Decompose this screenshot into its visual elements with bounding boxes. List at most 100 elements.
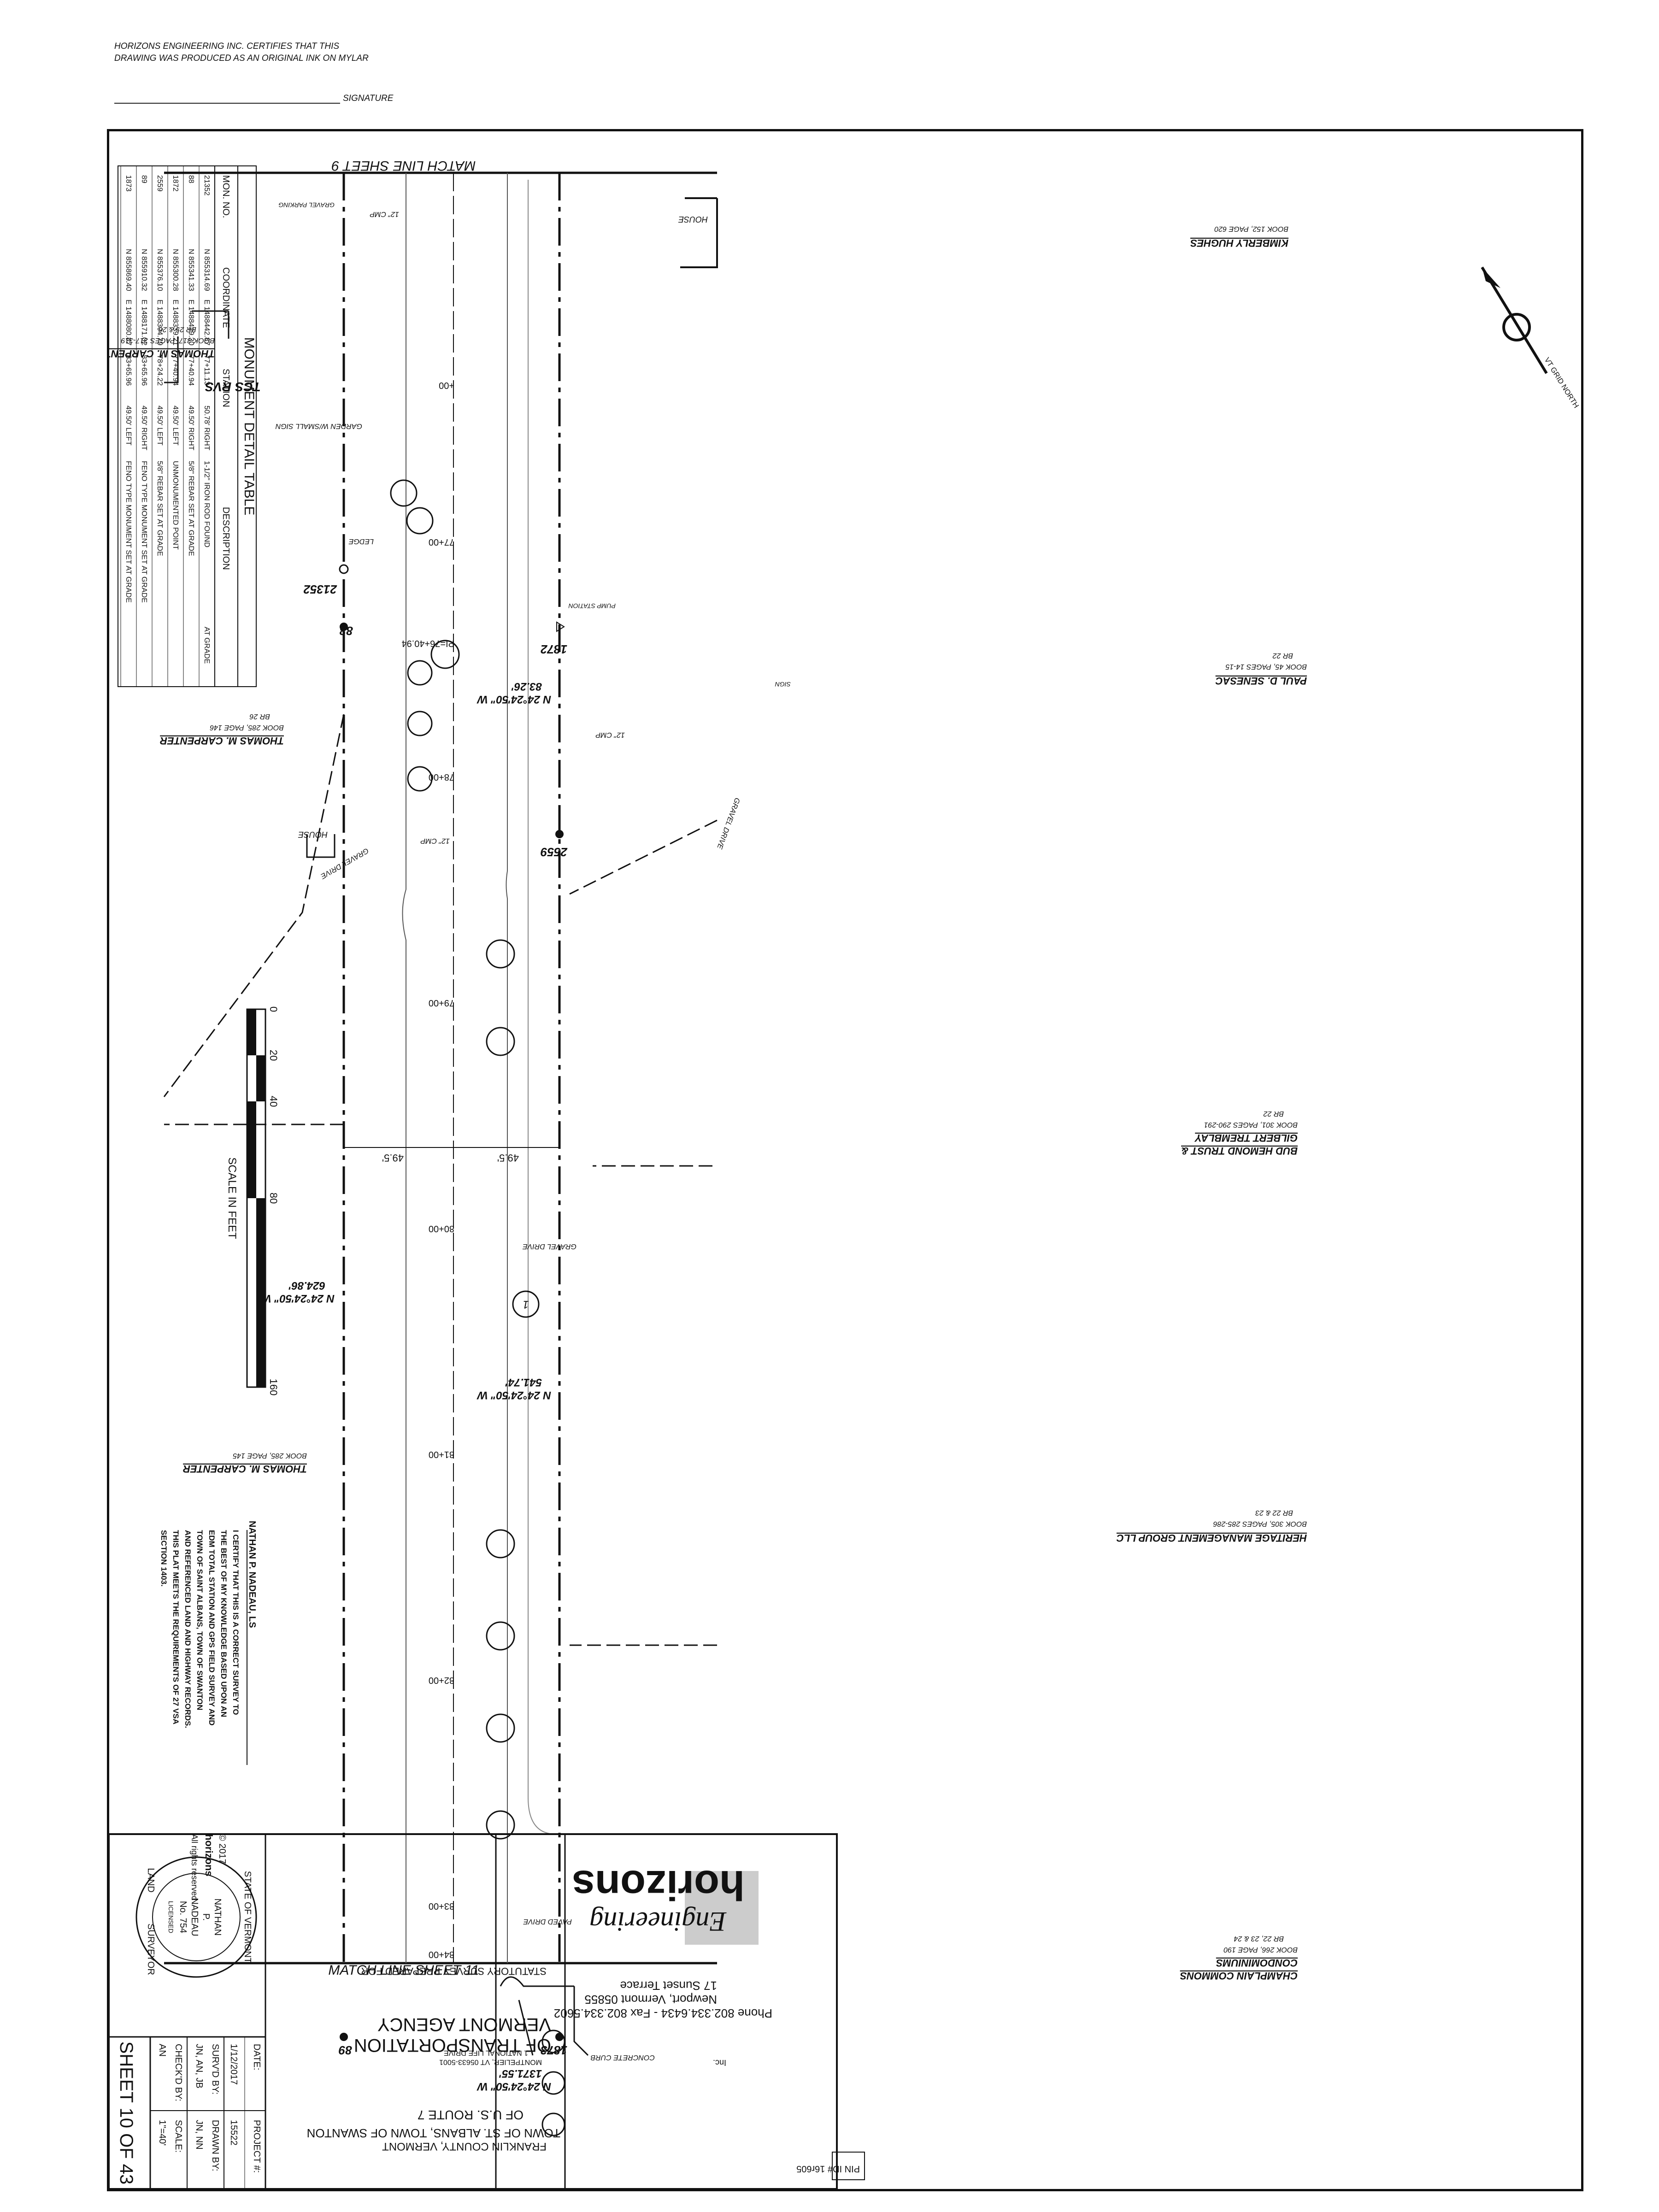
house-outline: [680, 197, 718, 268]
towns-line: TOWN OF ST. ALBANS, TOWN OF SWANTON: [307, 2126, 560, 2140]
table-cell: 5/8" REBAR SET AT GRADE: [156, 461, 164, 556]
note-number: 1: [523, 1298, 529, 1311]
tree-icon: [430, 640, 460, 669]
signature-line: [114, 95, 340, 104]
owner-name: CHAMPLAIN COMMONS: [1180, 1970, 1298, 1982]
scale-tick: 20: [268, 1050, 279, 1061]
edge-of-road-upper: [506, 173, 508, 1963]
certification-line: I CERTIFY THAT THIS IS A CORRECT SURVEY …: [231, 1530, 240, 1715]
firm-inc: Inc.: [713, 2058, 726, 2067]
table-cell: 77+40.94: [187, 355, 195, 386]
seal-text: STATE OF VERMONT NATHAN P. NADEAU No. 75…: [146, 1868, 253, 1975]
scale-label: SCALE:: [173, 2120, 183, 2153]
seal-name: NADEAU: [189, 1898, 200, 1936]
scale-tick: 80: [268, 1193, 279, 1204]
north-arrow-label: VT GRID NORTH: [1543, 356, 1580, 410]
certification-line: DRAWING WAS PRODUCED AS AN ORIGINAL INK …: [114, 53, 369, 63]
match-line-right-label: MATCH LINE SHEET 11: [328, 1963, 479, 1978]
drawing-border: [107, 129, 1583, 2191]
certification-line: TOWN OF SAINT ALBANS, TOWN OF SWANTON: [195, 1530, 204, 1710]
table-cell: 89: [140, 175, 148, 183]
tcs-outline: [164, 310, 229, 383]
table-cell: 77+40.94: [171, 355, 179, 386]
table-cell: E 1488429.30: [187, 300, 195, 346]
table-cell: 49.50' RIGHT: [140, 406, 148, 451]
station-label: +00: [439, 380, 454, 390]
chkd-label: CHECK'D BY:: [173, 2044, 183, 2101]
certification-line: AND REFERENCED LAND AND HIGHWAY RECORDS.: [183, 1530, 192, 1728]
certification-line: SECTION 1403.: [159, 1530, 168, 1587]
station-label: 81+00: [429, 1449, 454, 1459]
table-cell: 2559: [156, 175, 164, 192]
seal-number: No. 754: [178, 1901, 188, 1933]
tree-icon: [407, 766, 433, 792]
firm-city: Newport, Vermont 05855: [584, 1993, 717, 2006]
cmp-label: 12" CMP: [420, 837, 450, 845]
drawn-label: DRAWN BY:: [210, 2120, 220, 2171]
certification-note: HORIZONS ENGINEERING INC. CERTIFIES THAT…: [114, 41, 465, 65]
station-label: 83+00: [429, 1901, 454, 1911]
firm-block: horizons Engineering Inc. 17 Sunset Terr…: [554, 1862, 772, 2067]
feature-labels: HOUSE TCS RVS GRAVEL PARKING 12" CMP GAR…: [164, 197, 791, 2061]
owner-book: BOOK 152, PAGE 620: [1214, 225, 1288, 233]
header-cell: MON. NO.: [221, 175, 231, 218]
monument-88: [340, 623, 348, 631]
tree-icon: [486, 1621, 515, 1651]
scale-tick: 40: [268, 1096, 279, 1107]
table-cell: 49.50' LEFT: [156, 406, 164, 446]
monument-89: [340, 2033, 348, 2041]
ledge-label: LEDGE: [348, 537, 374, 545]
owner-name: THOMAS M. CARPENTER: [107, 348, 215, 359]
bearing-label: N 24°24'50" W: [260, 1292, 335, 1305]
owner-br: BR 22: [1263, 1110, 1284, 1118]
sheet-number: SHEET 10 OF 43: [116, 2041, 136, 2185]
north-arrow: VT GRID NORTH: [1481, 266, 1580, 410]
table-cell: N 855376.10: [156, 249, 164, 291]
table-cell: UNMONUMENTED POINT: [171, 461, 179, 550]
table-cell: 49.50' LEFT: [124, 406, 132, 446]
monument-label: 88: [340, 624, 353, 638]
scale-value: 1"=40': [157, 2120, 167, 2146]
table-cell: E 1488442.87: [203, 300, 211, 346]
table-title: MONUMENT DETAIL TABLE: [241, 337, 257, 516]
table-cell: FENO TYPE MONUMENT SET AT GRADE: [140, 461, 148, 603]
owner-br: BR 25 & 26: [159, 325, 196, 333]
firm-street: 17 Sunset Terrace: [620, 1979, 717, 1993]
certification-body: I CERTIFY THAT THIS IS A CORRECT SURVEY …: [159, 1530, 240, 1728]
plan-area: MATCH LINE SHEET 9 MATCH LINE SHEET 11 V…: [107, 158, 1580, 2136]
date-label: DATE:: [252, 2044, 262, 2070]
condo-drive: [500, 1976, 574, 1987]
monument-label: 2559: [541, 845, 568, 859]
table-cell: 50.78' RIGHT: [203, 406, 211, 451]
table-cell: E 1488304.79: [156, 300, 164, 346]
offset-dimensions: 49.5' 49.5': [344, 1147, 559, 1164]
survey-plan: MATCH LINE SHEET 9 MATCH LINE SHEET 11 V…: [107, 158, 1580, 2190]
owner-name: BUD HEMOND TRUST &: [1181, 1145, 1298, 1157]
tree-icon: [486, 939, 515, 969]
county-line: FRANKLIN COUNTY, VERMONT: [382, 2140, 547, 2153]
offset-label: 49.5': [497, 1152, 519, 1164]
certification-line: THE BEST OF MY KNOWLEDGE BASED UPON AN: [219, 1530, 228, 1717]
condo-outline: [518, 1986, 589, 2056]
certification-line: HORIZONS ENGINEERING INC. CERTIFIES THAT…: [114, 41, 340, 51]
surveyor-seal: STATE OF VERMONT NATHAN P. NADEAU No. 75…: [135, 1856, 257, 1978]
certification-line: THIS PLAT MEETS THE REQUIREMENTS OF 27 V…: [171, 1530, 180, 1724]
owner-name: KIMBERLY HUGHES: [1190, 237, 1288, 249]
owner-book: BOOK 45, PAGES 14-15: [1225, 663, 1307, 671]
table-cell: 78+24.22: [156, 355, 164, 386]
monument-table: MONUMENT DETAIL TABLE MON. NO. COORDINAT…: [118, 165, 257, 687]
station-label: 79+00: [429, 998, 454, 1008]
station-label: 78+00: [429, 772, 454, 782]
header-cell: COORDINATE: [221, 267, 231, 328]
signature-label: SIGNATURE: [343, 94, 394, 103]
monument-1872: [556, 621, 565, 632]
table-cell: E 1488171.02: [140, 300, 148, 346]
monument-label: 1872: [541, 642, 567, 656]
seal-licensed: LICENSED: [167, 1901, 175, 1933]
prepared-for: STATUTORY SURVEY PREPARED FOR: [361, 1965, 547, 1977]
monument-label: 21352: [303, 582, 337, 596]
gravel-drive-label: GRAVEL DRIVE: [523, 1242, 577, 1250]
table-cell: N 855869.40: [124, 249, 132, 291]
garden-sign-label: GARDEN W/SMALL SIGN: [275, 422, 362, 430]
